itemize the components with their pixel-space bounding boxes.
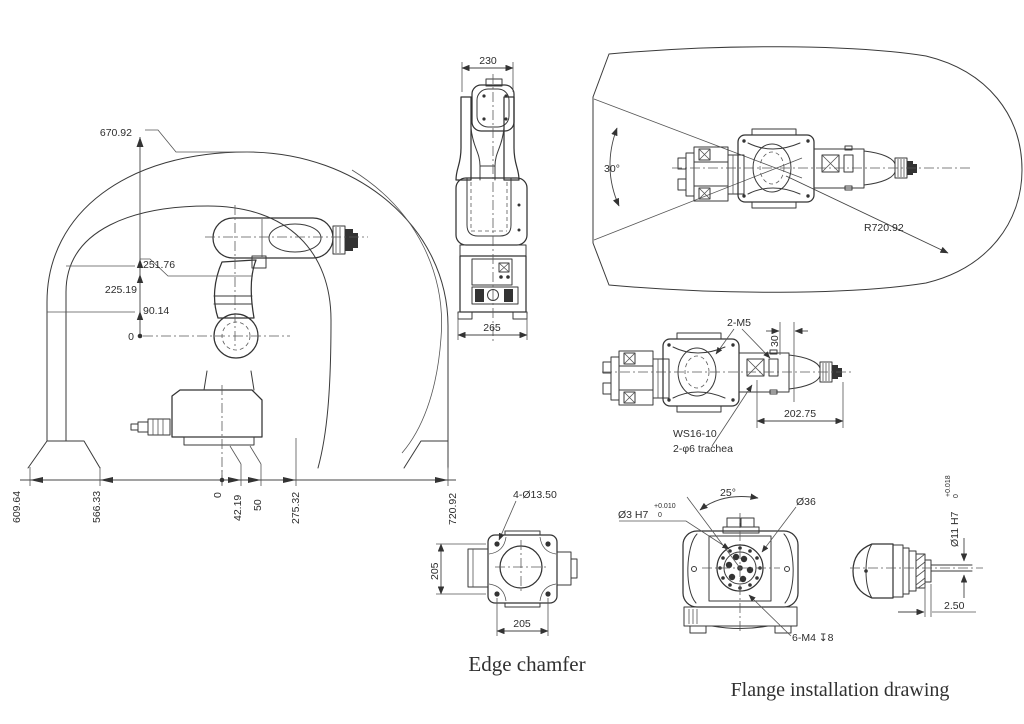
flange-view: 25° Ø3 H7 +0.010 0 Ø36 6-M4 ↧8 Flange in… (618, 487, 949, 701)
label-2-m5: 2-M5 (727, 317, 751, 329)
label-6-m4: 6-M4 ↧8 (792, 632, 834, 644)
dim-670-92: 670.92 (100, 127, 132, 139)
left-foot (27, 440, 101, 469)
dim-h-zero: 0 (212, 492, 224, 498)
dim-202-75: 202.75 (784, 408, 816, 420)
label-ws16-10: WS16-10 (673, 428, 717, 440)
dim-bore: Ø11 H7 (949, 511, 961, 547)
work-envelope-inner-arc (65, 205, 332, 469)
dim-bore-tol-dn: 0 (953, 494, 960, 498)
right-foot (403, 440, 449, 469)
dim-25deg: 25° (720, 487, 736, 499)
flange-face (702, 513, 780, 631)
dim-90-14: 90.14 (143, 305, 169, 317)
dim-251-76: 251.76 (143, 259, 175, 271)
top-view: 30° R720.92 (592, 46, 1023, 293)
dim-v-zero: 0 (128, 331, 134, 343)
sweep-envelope (592, 46, 1023, 293)
dim-30: 30 (769, 335, 781, 347)
label-dia36: Ø36 (796, 496, 816, 508)
base-view: 4-Ø13.50 205 205 Edge chamfer (429, 489, 586, 676)
dim-205-width: 205 (513, 618, 531, 630)
dim-r720-92: R720.92 (864, 222, 904, 234)
arm-detail-view: 2-M5 30 202.75 WS16-10 2-φ6 trachea (602, 317, 852, 455)
robot-front (455, 74, 528, 341)
label-4-d13-50: 4-Ø13.50 (513, 489, 557, 501)
dim-205-height: 205 (429, 562, 441, 580)
arm-detail-dims: 2-M5 30 202.75 WS16-10 2-φ6 trachea (673, 317, 844, 455)
side-view: 670.92 251.76 225.19 90.14 0 609.64 566.… (11, 127, 459, 525)
work-envelope-arc2 (351, 169, 442, 454)
caption-flange-installation: Flange installation drawing (731, 679, 950, 701)
dim-566-33: 566.33 (91, 491, 103, 523)
label-pin: Ø3 H7 (618, 509, 649, 521)
flange-side-dims: Ø11 H7 +0.018 0 2.50 (898, 475, 976, 617)
dim-50: 50 (252, 499, 264, 511)
label-pin-tol-dn: 0 (658, 512, 662, 519)
dim-42-19: 42.19 (232, 495, 244, 521)
side-height-dims: 670.92 251.76 225.19 90.14 0 (47, 127, 290, 343)
dim-275-32: 275.32 (290, 492, 302, 524)
dim-225-19: 225.19 (105, 284, 137, 296)
label-pin-tol-up: +0.010 (654, 503, 676, 510)
robot-side (130, 205, 368, 486)
dim-265: 265 (483, 322, 501, 334)
dim-609-64: 609.64 (11, 491, 23, 523)
dim-bore-tol-up: +0.018 (945, 475, 952, 497)
base-dims: 4-Ø13.50 205 205 (429, 489, 557, 636)
side-width-dims: 609.64 566.33 0 42.19 50 275.32 720.92 (11, 438, 459, 525)
front-view: 230 265 (455, 55, 528, 341)
dim-720-92: 720.92 (447, 493, 459, 525)
dim-30deg: 30° (604, 163, 620, 175)
front-dims: 230 265 (457, 55, 528, 340)
flange-side-view: Ø11 H7 +0.018 0 2.50 (850, 475, 983, 617)
label-trachea: 2-φ6 trachea (673, 443, 733, 455)
dim-2-50: 2.50 (944, 600, 965, 612)
flange-dims: 25° Ø3 H7 +0.010 0 Ø36 6-M4 ↧8 (618, 487, 834, 644)
robot-top (677, 128, 917, 209)
caption-edge-chamfer: Edge chamfer (468, 652, 585, 676)
dim-230: 230 (479, 55, 497, 67)
